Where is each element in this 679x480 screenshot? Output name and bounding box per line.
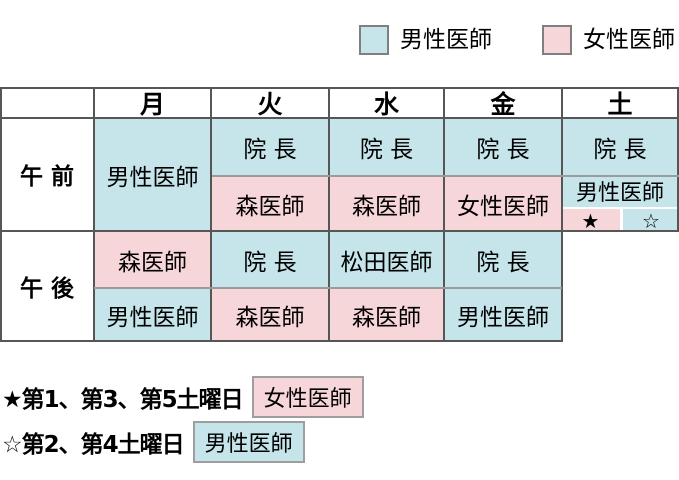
header-saturday: 土 xyxy=(607,90,633,119)
table-gridline xyxy=(210,87,212,342)
table-gridline xyxy=(561,87,563,342)
cell-monday-am: 男性医師 xyxy=(93,117,212,232)
cell-tuesday-pm-second: 森医師 xyxy=(210,287,330,342)
note-filled-star-saturdays: ★第1、第3、第5土曜日 女性医師 xyxy=(2,376,364,418)
cell-friday-am-first: 院 長 xyxy=(443,117,563,177)
female-doctor-badge: 女性医師 xyxy=(251,376,364,418)
cell-saturday-open-star: ☆ xyxy=(623,209,679,233)
table-gridline xyxy=(0,230,679,232)
male-doctor-badge: 男性医師 xyxy=(192,421,305,463)
cell-wednesday-am-first: 院 長 xyxy=(328,117,445,177)
table-gridline xyxy=(0,340,563,342)
table-gridline xyxy=(0,87,2,342)
cell-tuesday-am-second: 森医師 xyxy=(210,175,330,232)
male-doctor-swatch xyxy=(359,25,389,55)
header-corner-cell xyxy=(0,87,95,119)
table-subrow-divider xyxy=(212,175,679,177)
cell-monday-pm-first: 森医師 xyxy=(93,230,212,289)
cell-tuesday-pm-first: 院 長 xyxy=(210,230,330,289)
female-doctor-swatch xyxy=(542,25,572,55)
male-doctor-label: 男性医師 xyxy=(400,27,492,53)
cell-friday-pm-first: 院 長 xyxy=(443,230,563,289)
header-friday: 金 xyxy=(490,90,516,119)
table-gridline xyxy=(0,117,679,119)
female-doctor-label: 女性医師 xyxy=(583,27,675,53)
legend-male-doctor: 男性医師 xyxy=(359,25,492,55)
header-monday: 月 xyxy=(139,90,165,119)
table-gridline xyxy=(328,87,330,342)
cell-tuesday-am-first: 院 長 xyxy=(210,117,330,177)
table-gridline xyxy=(93,87,95,342)
table-gridline xyxy=(0,87,679,89)
cell-monday-pm-second: 男性医師 xyxy=(93,287,212,342)
cell-wednesday-pm-second: 森医師 xyxy=(328,287,445,342)
cell-saturday-am-first: 院 長 xyxy=(561,117,679,177)
cell-wednesday-am-second: 森医師 xyxy=(328,175,445,232)
cell-saturday-filled-star: ★ xyxy=(561,209,620,233)
legend-female-doctor: 女性医師 xyxy=(542,25,675,55)
table-gridline xyxy=(443,87,445,342)
row-label-morning: 午 前 xyxy=(19,164,74,190)
header-wednesday: 水 xyxy=(373,90,399,119)
row-label-afternoon: 午 後 xyxy=(19,276,74,302)
table-subrow-divider xyxy=(94,287,562,289)
cell-friday-pm-second: 男性医師 xyxy=(443,287,563,342)
note-open-star-saturdays: ☆第2、第4土曜日 男性医師 xyxy=(2,421,305,463)
table-gridline xyxy=(677,87,679,232)
header-tuesday: 火 xyxy=(257,90,283,119)
cell-saturday-am-second: 男性医師 xyxy=(561,175,679,207)
note-open-star-text: ☆第2、第4土曜日 xyxy=(2,432,185,458)
cell-friday-am-second: 女性医師 xyxy=(443,175,563,232)
cell-wednesday-pm-first: 松田医師 xyxy=(328,230,445,289)
note-filled-star-text: ★第1、第3、第5土曜日 xyxy=(2,387,244,413)
